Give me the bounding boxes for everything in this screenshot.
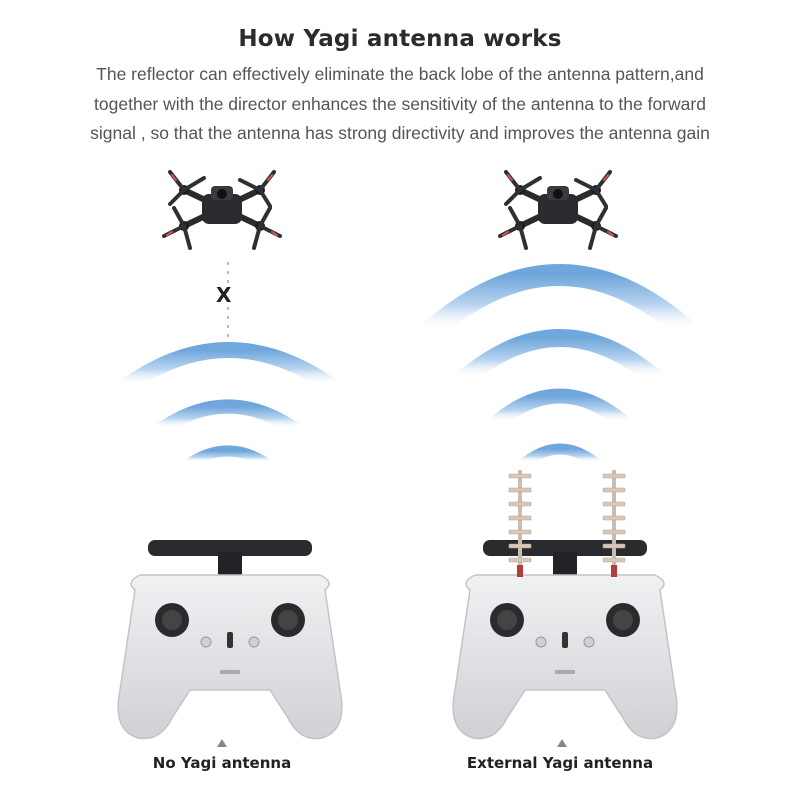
page-title: How Yagi antenna works xyxy=(238,26,562,52)
blocked-signal-mark: X xyxy=(216,283,232,307)
description-text: The reflector can effectively eliminate … xyxy=(90,64,710,143)
drone-right xyxy=(500,172,616,248)
yagi-antenna-right xyxy=(602,469,626,578)
right-panel xyxy=(421,172,697,740)
signal-wave-middle-left xyxy=(156,399,300,435)
caption-marker-right xyxy=(557,739,567,747)
signal-wave-outer-left xyxy=(120,342,338,393)
signal-wave-4-right xyxy=(520,443,600,468)
caption-no-yagi: No Yagi antenna xyxy=(152,754,292,772)
signal-wave-2-right xyxy=(456,329,664,387)
left-panel xyxy=(117,172,343,740)
signal-wave-3-right xyxy=(489,388,631,430)
signal-wave-inner-left xyxy=(186,445,270,468)
remote-controller-left xyxy=(117,539,343,740)
caption-external-yagi: External Yagi antenna xyxy=(466,754,654,772)
drone-left xyxy=(164,172,280,248)
caption-marker-left xyxy=(217,739,227,747)
yagi-antenna-left xyxy=(508,469,532,578)
remote-controller-right xyxy=(452,539,678,740)
signal-wave-1-right xyxy=(421,264,697,341)
